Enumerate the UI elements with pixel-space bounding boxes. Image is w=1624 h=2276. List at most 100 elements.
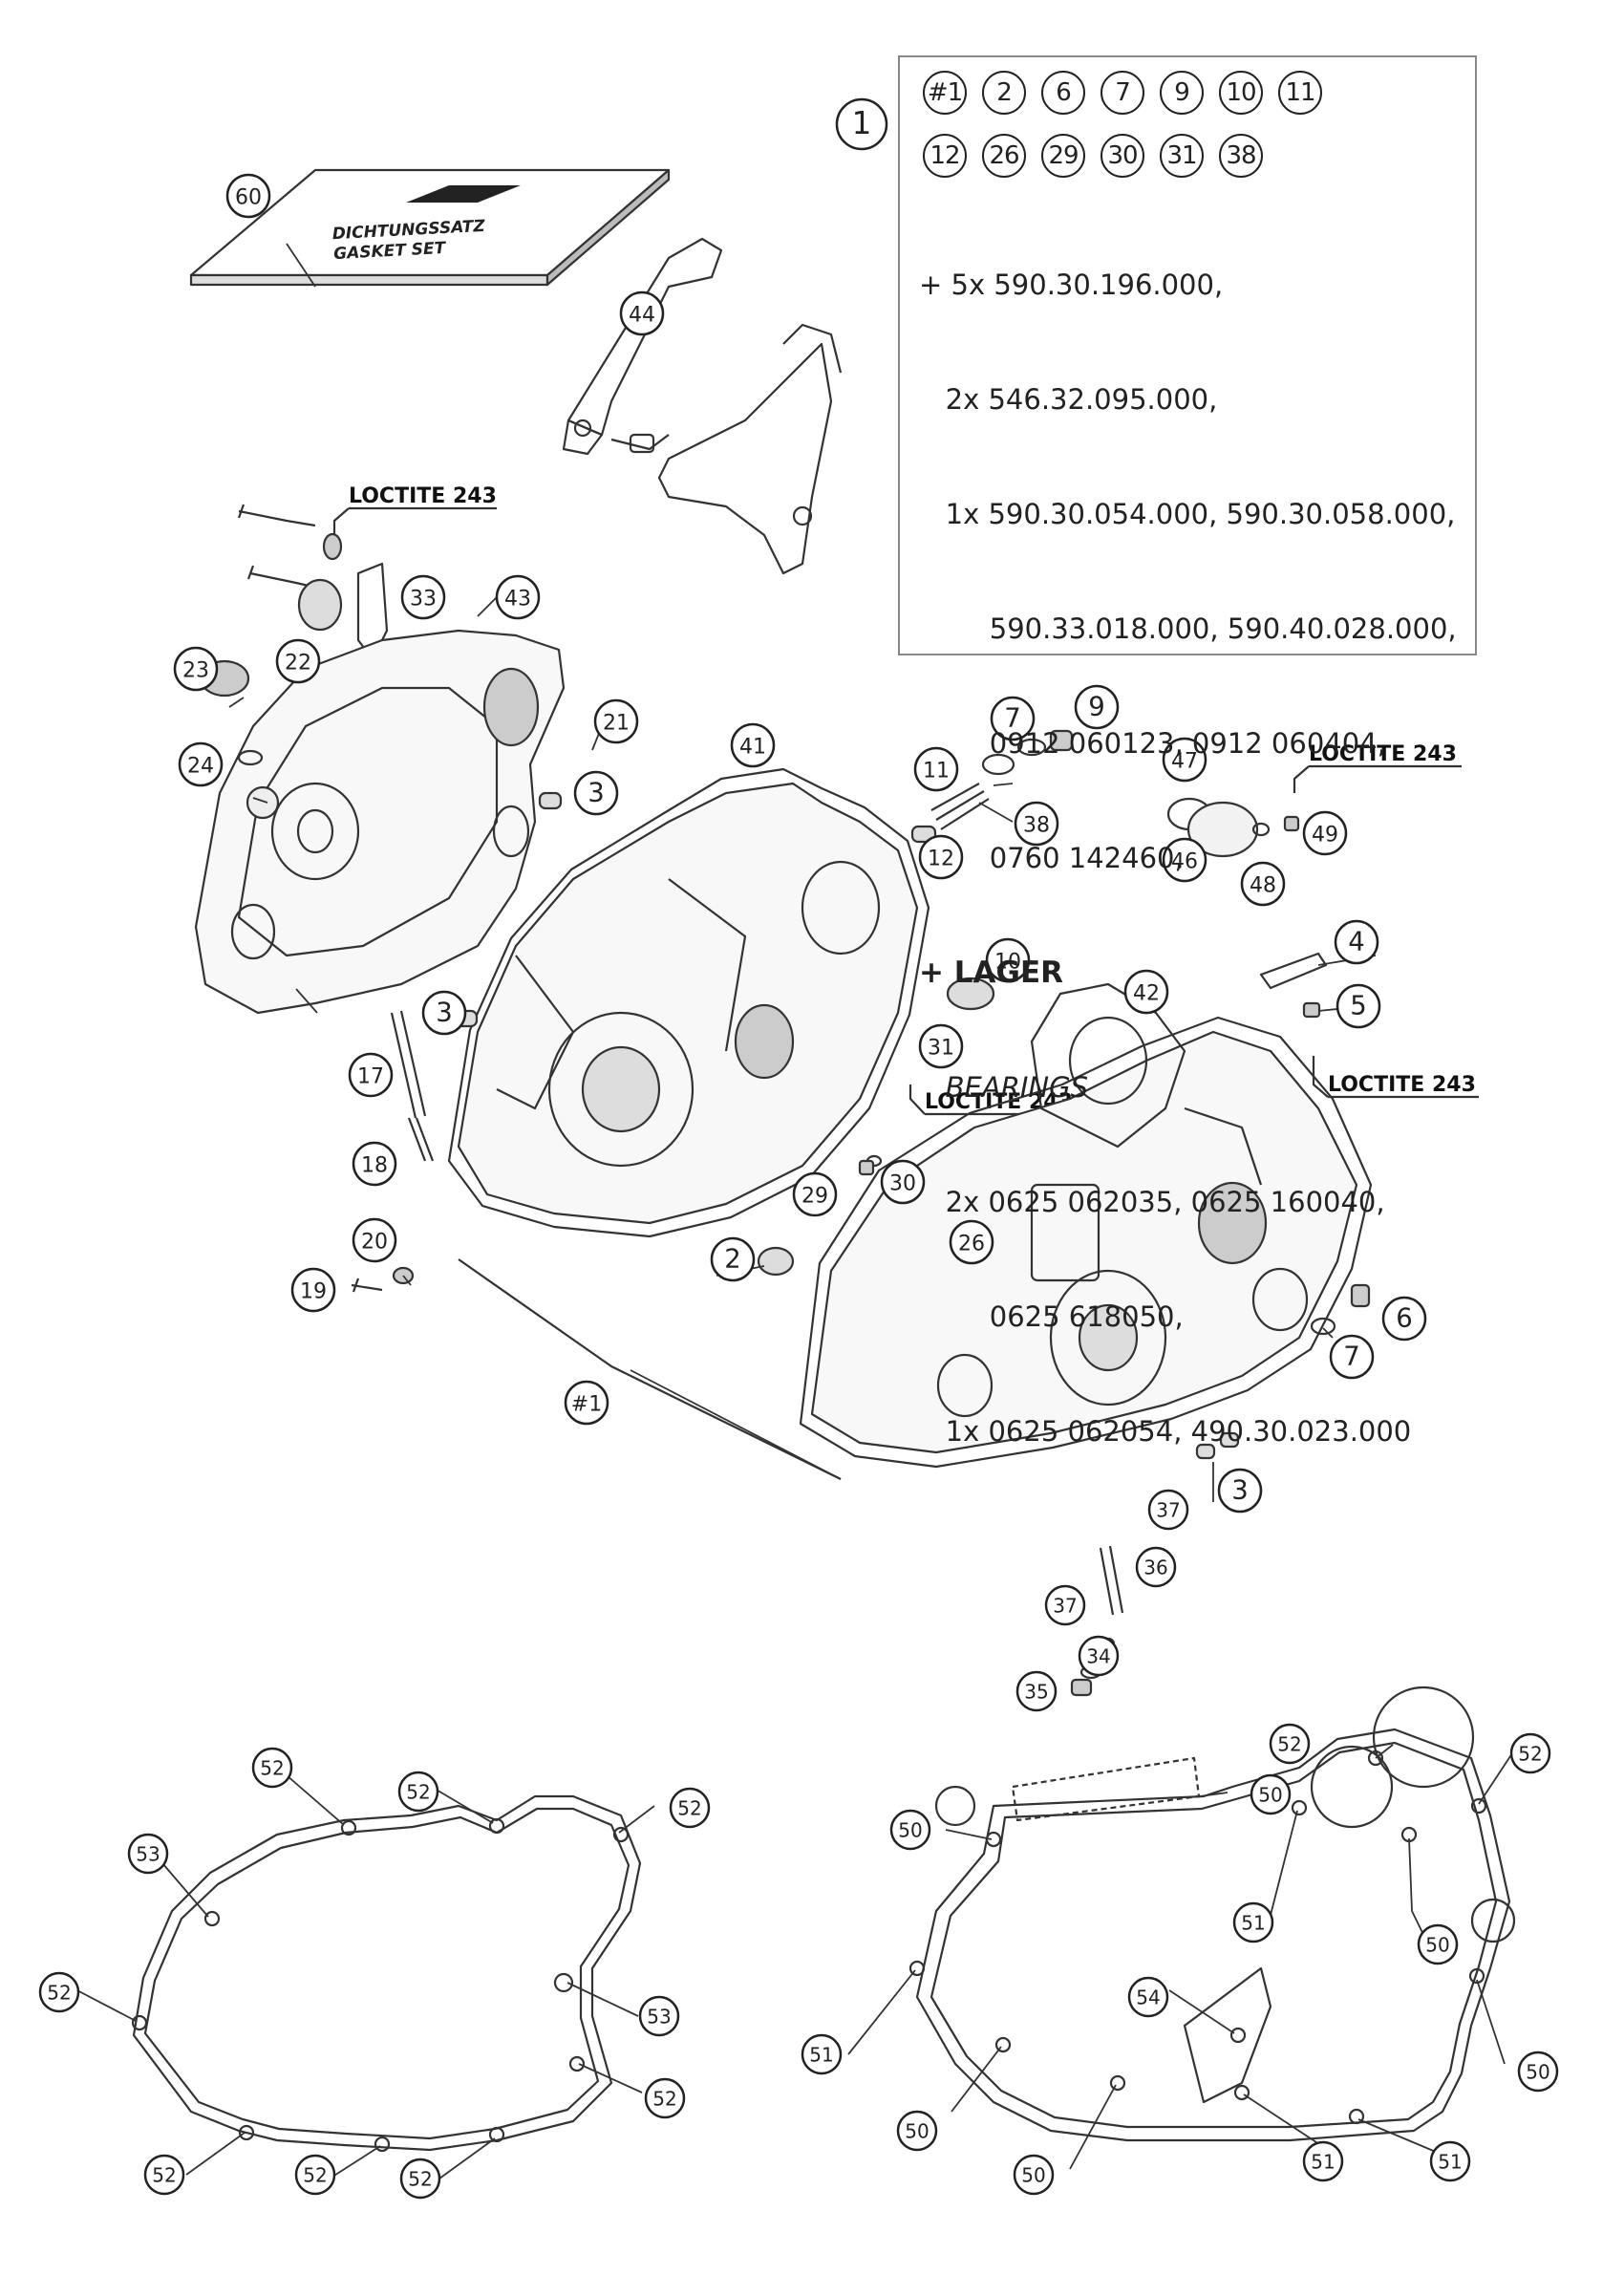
callout-circle xyxy=(348,1052,394,1098)
callout-number: 30 xyxy=(889,1171,916,1195)
callout-53: 53 xyxy=(127,1833,169,1875)
callout-number: 29 xyxy=(801,1184,828,1208)
callout-circle xyxy=(143,2154,185,2196)
callout-5: 5 xyxy=(1336,983,1381,1029)
callout-circle xyxy=(1147,1489,1189,1531)
bearing-line: 0625 618050, xyxy=(919,1300,1184,1333)
callout-circle xyxy=(1015,1670,1058,1712)
callout-circle xyxy=(1329,1334,1375,1380)
included-part-number: 38 xyxy=(1219,134,1263,178)
callout-46: 46 xyxy=(1162,837,1207,883)
callout-circle xyxy=(1302,2140,1344,2182)
part-line: 1x 590.30.054.000, 590.30.058.000, xyxy=(919,498,1456,530)
callout-52: 52 xyxy=(251,1747,293,1789)
callout-38: 38 xyxy=(1014,801,1059,847)
loctite-label-2: LOCTITE 243 xyxy=(1309,742,1457,766)
callout-52: 52 xyxy=(294,2154,336,2196)
callout-22: 22 xyxy=(275,638,321,684)
callout-number: 9 xyxy=(1088,691,1105,721)
callout-23: 23 xyxy=(173,646,219,692)
callout-circle xyxy=(918,1023,964,1069)
callout-circle xyxy=(644,2077,686,2119)
callout-52: 52 xyxy=(669,1787,711,1829)
callout-number: 50 xyxy=(898,1819,922,1842)
callout-number: 52 xyxy=(406,1781,430,1804)
crankcase-gasket xyxy=(908,1686,1516,2142)
included-part-number: 31 xyxy=(1160,134,1204,178)
included-part-number: 6 xyxy=(1041,71,1085,115)
callout-number: 17 xyxy=(357,1064,384,1088)
callout-circle xyxy=(669,1787,711,1829)
callout-circle xyxy=(619,290,665,336)
callout-circle xyxy=(400,574,446,620)
callout-50: 50 xyxy=(1250,1773,1292,1815)
callout-number: 52 xyxy=(303,2164,327,2187)
callout-circle xyxy=(290,1267,336,1313)
callout-number: 52 xyxy=(677,1797,701,1820)
callout-3: 3 xyxy=(421,990,467,1036)
callout-number: 46 xyxy=(1171,849,1198,873)
callout-34: 34 xyxy=(1078,1635,1120,1677)
callout-number: 54 xyxy=(1136,1986,1160,2009)
callout-number: 3 xyxy=(1231,1474,1249,1505)
callout-circle xyxy=(1232,1901,1274,1943)
callout-3: 3 xyxy=(573,770,619,816)
callout-circle xyxy=(399,2158,441,2200)
callout-number: 52 xyxy=(652,2088,676,2111)
callout-49: 49 xyxy=(1302,810,1348,856)
callout-circle xyxy=(1013,2154,1055,2196)
callout-number: 10 xyxy=(994,950,1021,974)
callout-number: 53 xyxy=(136,1843,160,1866)
callout-4: 4 xyxy=(1334,919,1379,965)
callout-circle xyxy=(1381,1296,1427,1342)
loctite-labels: LOCTITE 243 LOCTITE 243 LOCTITE 243 LOCT… xyxy=(332,484,1479,1116)
callout-circle xyxy=(792,1171,838,1217)
callout-circle xyxy=(1135,1546,1177,1588)
callout-51: 51 xyxy=(801,2033,843,2075)
included-part-number: 26 xyxy=(982,134,1026,178)
callout-circle xyxy=(638,1995,680,2037)
callout-17: 17 xyxy=(348,1052,394,1098)
callout-24: 24 xyxy=(178,741,224,787)
callout-52: 52 xyxy=(1509,1732,1551,1774)
callout-number: 18 xyxy=(361,1153,388,1177)
part-number-list: + 5x 590.30.196.000, 2x 546.32.095.000, … xyxy=(919,189,1457,1527)
bearing-line: 1x 0625 062054, 490.30.023.000 xyxy=(919,1415,1412,1448)
callout-circle xyxy=(880,1159,926,1205)
included-part-number: #1 xyxy=(923,71,967,115)
callout-number: 5 xyxy=(1350,990,1367,1020)
bracket-1 xyxy=(458,1258,842,1480)
callout-circle xyxy=(985,937,1031,983)
callout-number: 19 xyxy=(300,1279,327,1303)
included-part-number: 12 xyxy=(923,134,967,178)
callout-number: 7 xyxy=(1343,1341,1360,1371)
callout-number: 60 xyxy=(235,185,262,209)
callout-circle xyxy=(352,1141,397,1187)
callout-circle xyxy=(1162,837,1207,883)
callout-circle xyxy=(801,2033,843,2075)
callout-number: 53 xyxy=(647,2006,671,2029)
callout-number: 50 xyxy=(1021,2164,1045,2187)
callout-52: 52 xyxy=(1269,1723,1311,1765)
loctite-label-1: LOCTITE 243 xyxy=(349,484,497,508)
callout-number: 50 xyxy=(1258,1784,1282,1807)
callout-circle xyxy=(173,646,219,692)
callout-number: 1 xyxy=(852,105,872,141)
callout-circle xyxy=(397,1771,439,1813)
callout-circle xyxy=(913,746,959,792)
callout-circle xyxy=(1127,1976,1169,2018)
callout-circle xyxy=(1302,810,1348,856)
callout-19: 19 xyxy=(290,1267,336,1313)
gasket-42-outline xyxy=(1030,982,1186,1149)
included-part-number: 2 xyxy=(982,71,1026,115)
callout-circle xyxy=(1336,983,1381,1029)
callout-3: 3 xyxy=(1217,1468,1263,1514)
callout-number: #1 xyxy=(571,1392,602,1416)
ktm-logo xyxy=(406,185,521,203)
callout-number: 37 xyxy=(1053,1595,1077,1618)
callout-circle xyxy=(178,741,224,787)
included-part-number: 7 xyxy=(1100,71,1144,115)
clutch-cover-gasket xyxy=(131,1794,642,2153)
